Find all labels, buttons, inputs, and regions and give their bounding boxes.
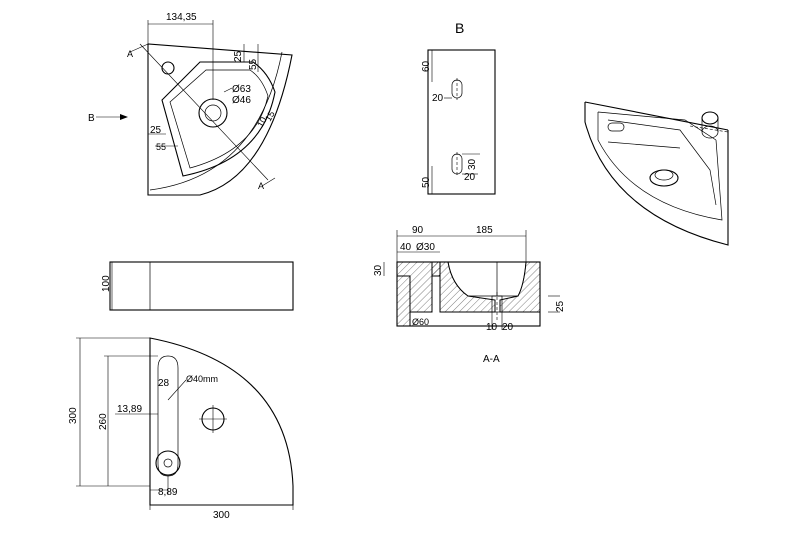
view-b-outline: [427, 49, 496, 195]
iso-drain-inner: [654, 169, 674, 181]
bottom-view-dim-300-horizontal: 300: [213, 510, 230, 521]
section-dim-10: 10: [486, 322, 498, 333]
view-b: B 60 20 30 20 50: [421, 20, 496, 195]
section-dim-185: 185: [476, 225, 493, 236]
dim-55-side: 55: [156, 142, 166, 152]
section-dim-40: 40: [400, 242, 412, 253]
dim-15: 15: [263, 109, 277, 123]
view-b-arrowhead: [120, 114, 128, 120]
dia-63: Ø63: [232, 84, 251, 95]
dim-55: 55: [248, 58, 259, 70]
section-marker-bottom-leader: [261, 177, 276, 187]
iso-outer-outline: [584, 102, 729, 246]
bottom-view-dim-300-vertical: 300: [68, 407, 79, 424]
top-view-outer-outline: [147, 43, 293, 196]
top-view-inner-rim: [169, 69, 269, 169]
section-dia-30: Ø30: [416, 242, 435, 253]
view-b-title: B: [455, 20, 464, 36]
view-b-dim-30: 30: [467, 158, 478, 170]
section-dim-20: 20: [502, 322, 514, 333]
dim-10: 10: [255, 115, 269, 129]
tap-hole-circle: [161, 61, 175, 75]
top-view: A A 134,35 25 55 Ø63 Ø46 25 55 10 15 B: [88, 12, 293, 196]
top-view-outer-arc-inner: [149, 51, 283, 191]
section-caption: A-A: [483, 354, 500, 365]
view-b-dim-20-top: 20: [432, 93, 444, 104]
section-right-wall: [499, 261, 541, 313]
top-view-inner-basin: [161, 61, 276, 177]
iso-drain-outer: [649, 169, 679, 187]
front-view-outline: [109, 261, 294, 311]
section-marker-bottom: A: [258, 181, 264, 191]
section-dim-30: 30: [373, 264, 384, 276]
front-view: 100: [101, 261, 294, 311]
bottom-view-dim-28: 28: [158, 378, 170, 389]
section-dia-60: Ø60: [412, 317, 429, 327]
bottom-view: Ø40mm 28 300 260 13,89 8,89 300: [68, 337, 294, 521]
bottom-view-dim-13-89: 13,89: [117, 404, 142, 415]
section-marker-top: A: [127, 49, 133, 59]
dia-46: Ø46: [232, 95, 251, 106]
view-b-dim-20-bottom: 20: [464, 172, 476, 183]
bottom-view-slot: [157, 355, 179, 477]
bottom-view-outline: [149, 337, 294, 506]
section-outline: [396, 261, 541, 327]
iso-tap-hole-top: [701, 111, 719, 125]
view-b-dim-60: 60: [421, 60, 432, 72]
iso-rim-front: [597, 112, 723, 221]
bottom-view-dia-40: Ø40mm: [186, 374, 218, 384]
view-b-arrow-label: B: [88, 113, 95, 124]
section-view: 90 185 40 Ø30 30 Ø60 10 20 25 A-A: [373, 225, 566, 365]
bottom-view-dim-260: 260: [98, 413, 109, 430]
drain-inner-circle: [204, 104, 222, 122]
bottom-view-dim-8-89: 8,89: [158, 487, 178, 498]
width-dimension-label: 134,35: [166, 12, 197, 23]
dim-25-top: 25: [233, 50, 244, 62]
view-b-dim-50: 50: [421, 176, 432, 188]
iso-overflow-slot: [607, 122, 625, 132]
section-marker-top-leader: [129, 43, 149, 53]
iso-basin-edge: [607, 119, 717, 206]
section-dim-25: 25: [555, 300, 566, 312]
dim-25-side: 25: [150, 125, 162, 136]
iso-top-edge: [584, 101, 729, 131]
drain-outer-circle: [198, 98, 228, 128]
isometric-view: [584, 101, 729, 246]
bottom-view-lower-hole: [155, 450, 181, 476]
section-basin-wall: [431, 261, 496, 313]
section-dim-90: 90: [412, 225, 424, 236]
section-left-wall: [396, 275, 411, 327]
section-line-a: [139, 43, 269, 181]
front-view-height-dim: 100: [101, 275, 112, 292]
